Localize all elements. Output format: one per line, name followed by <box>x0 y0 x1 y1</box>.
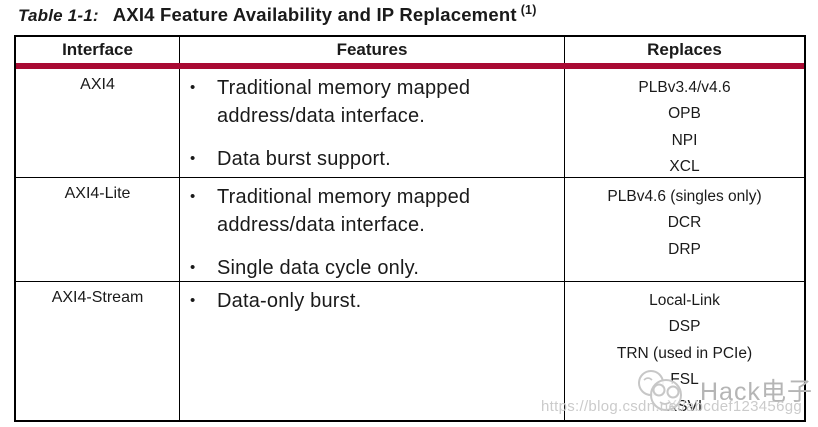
replaces-cell: PLBv4.6 (singles only) DCR DRP <box>564 177 804 297</box>
bullet-icon: • <box>190 291 196 309</box>
features-cell: • Traditional memory mapped address/data… <box>179 68 564 188</box>
table-title-footnote: (1) <box>520 3 537 17</box>
feature-text: Data burst support. <box>217 147 391 170</box>
table-row-axi4: AXI4 • Traditional memory mapped address… <box>16 68 804 188</box>
axi4-feature-table: Interface Features Replaces AXI4 • Tradi… <box>14 35 806 422</box>
replaces-item: DCR <box>667 214 702 231</box>
header-cell-interface: Interface <box>62 39 133 59</box>
replaces-item: NPI <box>671 131 698 149</box>
feature-text: Data-only burst. <box>217 289 362 312</box>
bullet-icon: • <box>190 187 196 205</box>
features-cell: • Data-only burst. <box>179 281 564 420</box>
replaces-item: DRP <box>668 240 701 258</box>
feature-text: Traditional memory mapped address/data i… <box>217 185 471 236</box>
header-cell-features: Features <box>179 37 564 63</box>
feature-text: Traditional memory mapped address/data i… <box>217 76 471 127</box>
feature-item: • Data burst support. <box>188 145 558 173</box>
interface-cell: AXI4 <box>80 75 115 93</box>
feature-item: • Traditional memory mapped address/data… <box>188 74 558 130</box>
bullet-icon: • <box>190 149 196 167</box>
bullet-icon: • <box>190 258 196 276</box>
header-cell-replaces: Replaces <box>564 37 804 63</box>
replaces-item: PLBv4.6 (singles only) <box>607 187 762 205</box>
table-title: Table 1-1: AXI4 Feature Availability and … <box>18 3 537 26</box>
feature-item: • Traditional memory mapped address/data… <box>188 183 558 239</box>
feature-item: • Single data cycle only. <box>188 254 558 282</box>
table-title-text: AXI4 Feature Availability and IP Replace… <box>112 4 517 25</box>
replaces-item: PLBv3.4/v4.6 <box>638 78 731 96</box>
header-rule-divider <box>16 62 804 69</box>
feature-text: Single data cycle only. <box>217 256 420 279</box>
replaces-item: XCL <box>669 158 700 175</box>
replaces-cell: Local-Link DSP TRN (used in PCIe) FSL XS… <box>564 281 804 420</box>
interface-cell: AXI4-Stream <box>51 288 144 306</box>
table-row-axi4-stream: AXI4-Stream • Data-only burst. Local-Lin… <box>16 280 804 420</box>
replaces-item: DSP <box>668 318 701 335</box>
replaces-item: TRN (used in PCIe) <box>616 344 753 362</box>
table-title-label: Table 1-1: <box>18 6 99 25</box>
replaces-item: XSVI <box>666 397 703 415</box>
interface-cell: AXI4-Lite <box>64 184 131 202</box>
replaces-item: FSL <box>670 371 699 388</box>
replaces-item: OPB <box>668 105 701 122</box>
table-row-axi4-lite: AXI4-Lite • Traditional memory mapped ad… <box>16 176 804 297</box>
table-header-row: Interface Features Replaces <box>16 37 804 63</box>
replaces-item: Local-Link <box>649 291 720 309</box>
feature-item: • Data-only burst. <box>188 287 558 315</box>
features-cell: • Traditional memory mapped address/data… <box>179 177 564 297</box>
replaces-cell: PLBv3.4/v4.6 OPB NPI XCL <box>564 68 804 188</box>
bullet-icon: • <box>190 78 196 96</box>
